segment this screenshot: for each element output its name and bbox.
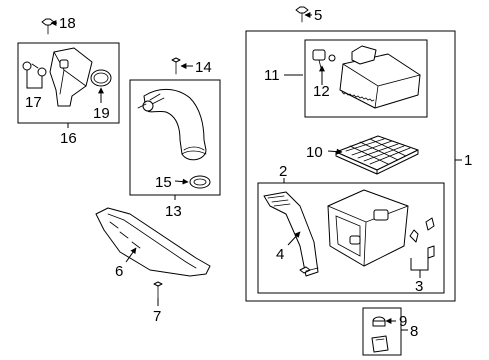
- group-box-2: [257, 182, 445, 294]
- gasket-part-19: [90, 69, 112, 87]
- group-box-1: [245, 30, 456, 302]
- callout-4: 4: [276, 246, 284, 263]
- callout-12: 12: [313, 83, 330, 100]
- callout-6: 6: [115, 263, 123, 280]
- air-cleaner-cover: [339, 45, 421, 109]
- bolt-part-14: [171, 57, 181, 75]
- callout-5: 5: [314, 7, 322, 24]
- callout-18: 18: [59, 15, 76, 32]
- bolt-part-7: [153, 281, 163, 299]
- callout-3: 3: [415, 278, 423, 295]
- callout-10: 10: [306, 144, 323, 161]
- clips-part-3: [409, 217, 435, 259]
- callout-17: 17: [25, 94, 42, 111]
- callout-15: 15: [155, 174, 172, 191]
- air-cleaner-housing-part-2: [327, 189, 409, 267]
- callout-1: 1: [464, 152, 472, 169]
- resonator-part-16: [49, 47, 93, 107]
- bolt-part-5: [295, 6, 309, 23]
- mass-airflow-sensor-part-12: [312, 49, 336, 69]
- callout-14: 14: [195, 59, 212, 76]
- group-box-8: [362, 307, 402, 356]
- grommet-part-9: [372, 316, 386, 327]
- clamp-part-15: [189, 175, 211, 189]
- bracket-part-8: [371, 335, 389, 353]
- callout-13: 13: [165, 203, 182, 220]
- duct-part-4: [263, 191, 319, 277]
- intake-tube: [137, 89, 207, 161]
- callout-7: 7: [153, 308, 161, 325]
- callout-8: 8: [410, 323, 418, 340]
- callout-19: 19: [93, 105, 110, 122]
- bolt-part-18: [41, 18, 55, 35]
- group-box-11: [304, 39, 428, 118]
- callout-11: 11: [264, 67, 280, 84]
- callout-16: 16: [60, 130, 77, 147]
- fasteners-part-17: [22, 61, 47, 77]
- deflector-part-6: [95, 207, 211, 277]
- callout-2: 2: [279, 163, 287, 180]
- bolt-lower-housing: [299, 266, 319, 274]
- air-filter-part-10: [335, 135, 419, 175]
- callout-9: 9: [399, 313, 407, 330]
